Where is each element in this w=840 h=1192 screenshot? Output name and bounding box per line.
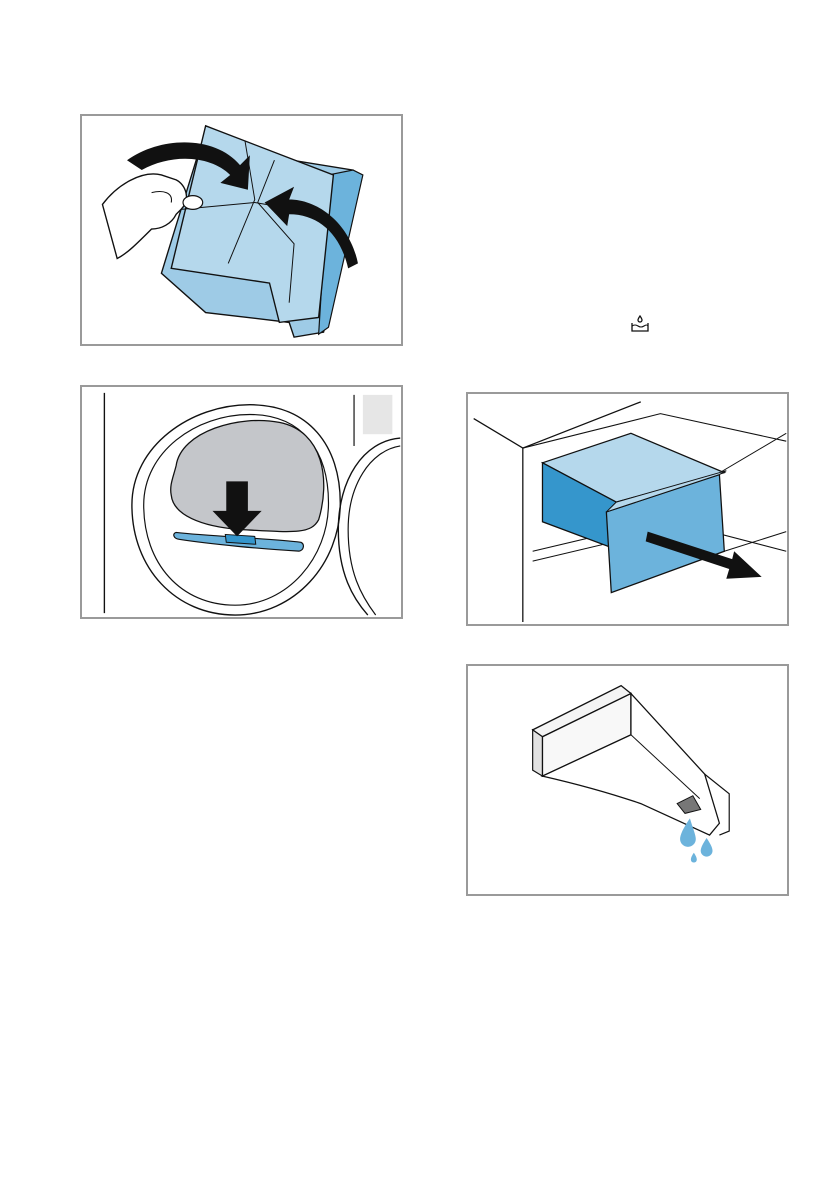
dryer-door-filter-insert-icon: [82, 387, 401, 617]
condensate-container-drain-icon: [468, 666, 787, 894]
figure-condensate-drawer-pull: [466, 392, 789, 626]
condensate-container-pull-out-icon: [468, 394, 787, 624]
figure-fluff-filter-folding: [80, 114, 403, 346]
figure-dryer-door-filter: [80, 385, 403, 619]
water-tank-icon: [630, 315, 650, 333]
fluff-filter-folding-icon: [82, 116, 401, 344]
figure-condensate-drain: [466, 664, 789, 896]
